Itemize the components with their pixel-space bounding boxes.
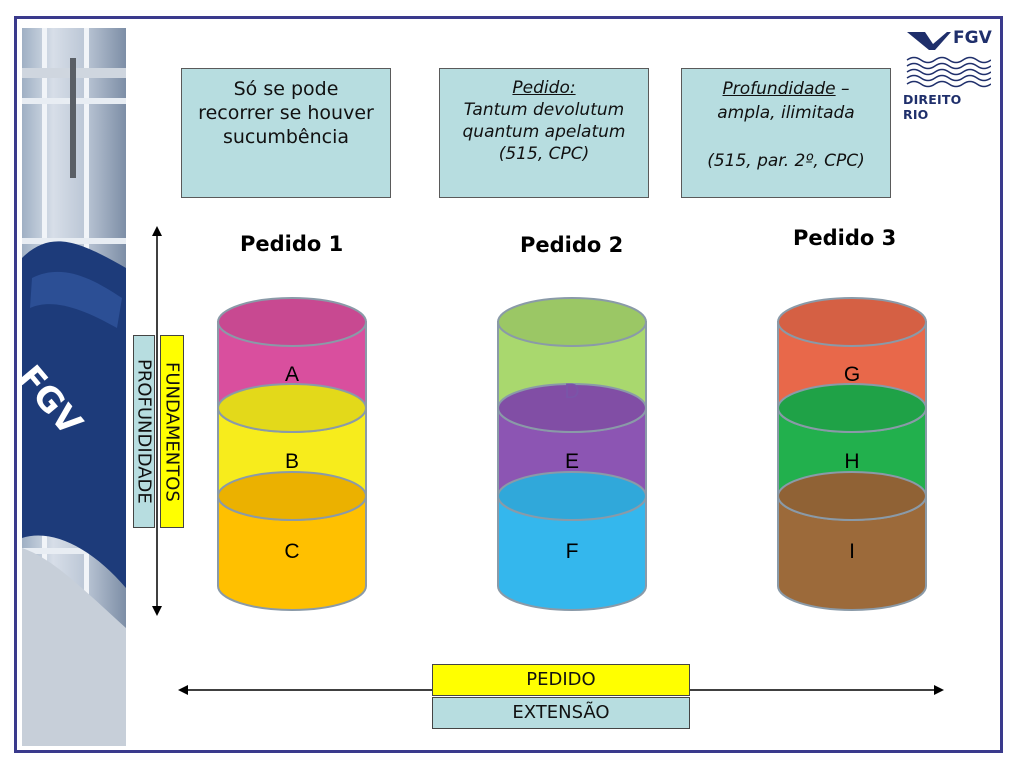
layer-label-i: I (849, 540, 855, 563)
label-pedido: PEDIDO (432, 664, 690, 696)
layer-label-d: D (564, 380, 580, 403)
cylinder-layer-body (777, 495, 927, 611)
box3-line1: ampla, ilimitada (717, 103, 855, 123)
box3-title-suffix: – (835, 79, 850, 99)
fgv-direito-rio-logo: FGV DIREITO RIO (903, 28, 992, 122)
label-extensao: EXTENSÃO (432, 697, 690, 729)
cylinder-layer-top (777, 383, 927, 433)
cylinder-layer-top (497, 383, 647, 433)
cylinder-layer-top (497, 471, 647, 521)
layer-label-h: H (844, 450, 860, 473)
box1-line1: Só se pode (233, 78, 339, 100)
cylinder-layer-top (217, 383, 367, 433)
cylinder-layer-top (777, 471, 927, 521)
layer-label-b: B (284, 450, 299, 473)
box2-line2: quantum apelatum (462, 122, 626, 142)
logo-subtitle: DIREITO RIO (903, 92, 962, 122)
text-box-profundidade: Profundidade – ampla, ilimitada (515, pa… (681, 68, 891, 198)
box3-line2: (515, par. 2º, CPC) (707, 151, 865, 171)
label-profundidade: PROFUNDIDADE (133, 335, 155, 528)
cylinder-pedido-2 (497, 297, 647, 611)
heading-pedido-2: Pedido 2 (520, 233, 624, 257)
layer-label-a: A (284, 363, 299, 386)
cylinder-layer-top (217, 471, 367, 521)
heading-pedido-1: Pedido 1 (240, 232, 344, 256)
cylinder-pedido-3 (777, 297, 927, 611)
box1-line3: sucumbência (222, 126, 350, 148)
flag-graphic (22, 58, 126, 746)
layer-label-f: F (565, 540, 579, 563)
cyl1-layers (217, 297, 367, 611)
cylinder-layer-top (217, 297, 367, 347)
slide-frame (14, 16, 1003, 753)
box2-title: Pedido: (512, 78, 576, 98)
box1-line2: recorrer se houver (198, 102, 374, 124)
layer-label-g: G (843, 363, 861, 386)
logo-brand: FGV (953, 28, 992, 48)
text-box-pedido: Pedido: Tantum devolutum quantum apelatu… (439, 68, 649, 198)
label-fundamentos: FUNDAMENTOS (160, 335, 184, 528)
cylinder-layer-top (497, 297, 647, 347)
layer-label-c: C (284, 540, 300, 563)
building-flag-photo: FGV (22, 28, 126, 746)
box2-line1: Tantum devolutum (463, 100, 625, 120)
text-box-sucumbencia: Só se pode recorrer se houver sucumbênci… (181, 68, 391, 198)
heading-pedido-3: Pedido 3 (793, 226, 897, 250)
box3-title: Profundidade (722, 79, 836, 99)
cyl2-layers (497, 297, 647, 611)
cylinder-layer-body (217, 495, 367, 611)
cyl3-layers (777, 297, 927, 611)
vertical-double-arrow (152, 226, 162, 616)
cylinder-layer-top (777, 297, 927, 347)
cylinder-layer-body (497, 495, 647, 611)
layer-label-e: E (564, 450, 579, 473)
cylinder-pedido-1 (217, 297, 367, 611)
box2-line3: (515, CPC) (498, 144, 590, 164)
